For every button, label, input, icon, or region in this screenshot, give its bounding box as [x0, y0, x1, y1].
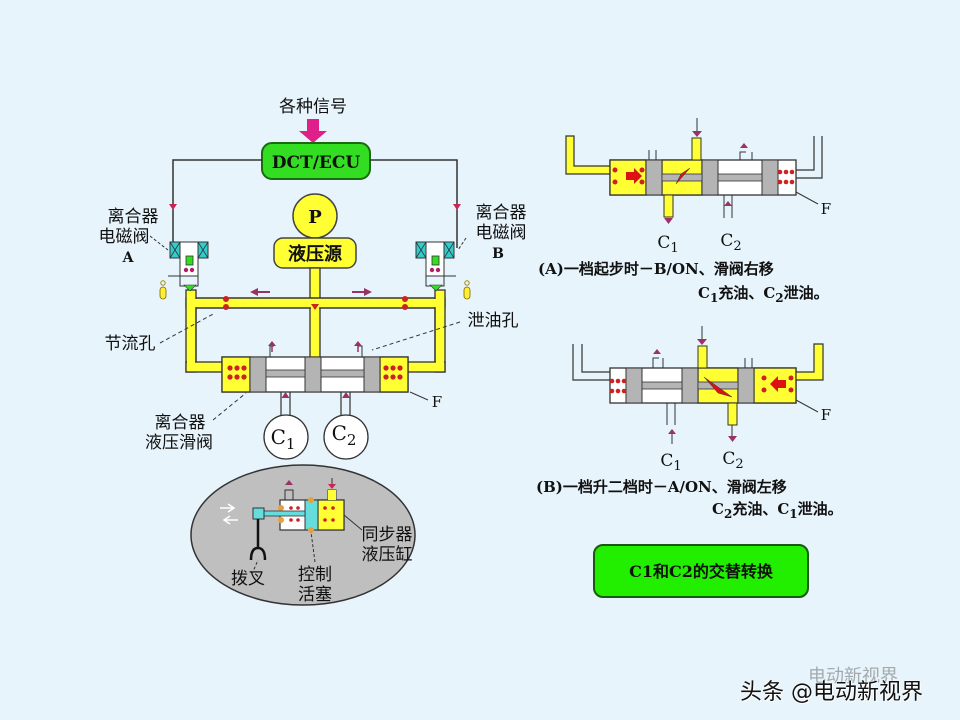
- watermark-text: 头条 @电动新视界: [740, 680, 923, 705]
- leader-line: [251, 559, 259, 575]
- synchronizer-cylinder-inset: [190, 464, 416, 606]
- leader-line: [457, 237, 467, 251]
- shift-right-arrow-icon: [220, 503, 236, 513]
- throttle-dot: [223, 296, 229, 302]
- panel-a-caption-line1: (A)一档起步时－B/ON、滑阀右移: [538, 260, 774, 278]
- panel-a-first-gear-launch: [565, 118, 823, 224]
- leader-line: [149, 235, 169, 251]
- panel-b-c2-label: C2: [722, 449, 743, 472]
- throttle-hole-label: 节流孔: [105, 334, 156, 354]
- clutch-c1-label: C1: [271, 425, 296, 453]
- oil-line-fill: [436, 299, 444, 371]
- cylinder-label-line1: 同步器: [362, 525, 413, 545]
- clutch-c2: [323, 392, 369, 460]
- leader-line: [159, 312, 216, 344]
- wire-arrow-b-icon: [453, 204, 461, 210]
- cylinder-label-line2: 液压缸: [362, 544, 413, 565]
- summary-box-label: C1和C2的交替转换: [629, 562, 774, 581]
- throttle-dot: [223, 304, 229, 310]
- oil-line-fill: [404, 363, 444, 371]
- piston-label-line1: 控制: [298, 565, 332, 585]
- solenoid-b-label-line2: 电磁阀: [476, 223, 527, 243]
- solenoid-valve-a: [159, 241, 209, 300]
- panel-a-c1-label: C1: [657, 233, 678, 256]
- panel-a-caption-line2: C1充油、C2泄油。: [698, 284, 829, 305]
- spool-valve-label-line2: 液压滑阀: [145, 433, 213, 453]
- flow-left-arrow-icon: [250, 288, 270, 296]
- summary-box: [593, 544, 809, 598]
- signals-label: 各种信号: [279, 97, 347, 117]
- oil-line-fill: [311, 299, 319, 357]
- leader-line: [212, 392, 247, 421]
- control-wire-a: [172, 159, 262, 248]
- shift-left-arrow-icon: [222, 515, 238, 525]
- leader-line: [371, 321, 461, 351]
- panel-b-upshift-first-to-second: [572, 326, 824, 444]
- solenoid-a-tag: A: [122, 250, 135, 266]
- clutch-c1: [263, 392, 309, 460]
- flow-down-arrow-icon: [311, 304, 319, 310]
- spool-valve-label-line1: 离合器: [155, 413, 206, 433]
- solenoid-b-label-line1: 离合器: [476, 203, 527, 223]
- control-wire-b: [370, 159, 458, 248]
- spring-label: F: [432, 393, 442, 411]
- solenoid-a-label-line1: 离合器: [108, 207, 159, 227]
- leader-line: [343, 514, 363, 531]
- wire-arrow-a-icon: [169, 204, 177, 210]
- drain-hole-label: 泄油孔: [468, 311, 519, 331]
- panel-b-c1-label: C1: [660, 451, 681, 474]
- clutch-spool-valve: [221, 341, 409, 393]
- signal-input-arrow-icon: [299, 119, 327, 143]
- throttle-dot: [402, 296, 408, 302]
- panel-b-caption-line1: (B)一档升二档时－A/ON、滑阀左移: [536, 478, 787, 496]
- panel-a-spring-label: F: [821, 200, 831, 218]
- watermark-ghost-text: 电动新视界: [808, 666, 898, 687]
- left-diagram: 各种信号 DCT/ECU P 液压源: [99, 97, 527, 606]
- panel-b-spring-label: F: [821, 406, 831, 424]
- pump-label: P: [308, 207, 322, 228]
- hydraulic-source-label: 液压源: [288, 243, 342, 265]
- piston-label-line2: 活塞: [298, 585, 332, 605]
- throttle-dot: [402, 304, 408, 310]
- oil-line-fill: [187, 299, 195, 371]
- flow-right-arrow-icon: [352, 288, 372, 296]
- panel-b-caption-line2: C2充油、C1泄油。: [712, 500, 843, 521]
- ecu-label: DCT/ECU: [272, 153, 361, 173]
- ecu-box: [261, 142, 371, 180]
- oil-line-fill: [187, 363, 227, 371]
- solenoid-valve-b: [415, 241, 471, 300]
- solenoid-a-label-line2: 电磁阀: [99, 227, 150, 247]
- solenoid-b-tag: B: [492, 246, 504, 262]
- panel-a-c2-label: C2: [720, 231, 741, 254]
- fork-label: 拨叉: [231, 569, 265, 589]
- leader-line: [310, 531, 316, 563]
- clutch-c2-label: C2: [332, 421, 357, 449]
- leader-line: [409, 391, 429, 401]
